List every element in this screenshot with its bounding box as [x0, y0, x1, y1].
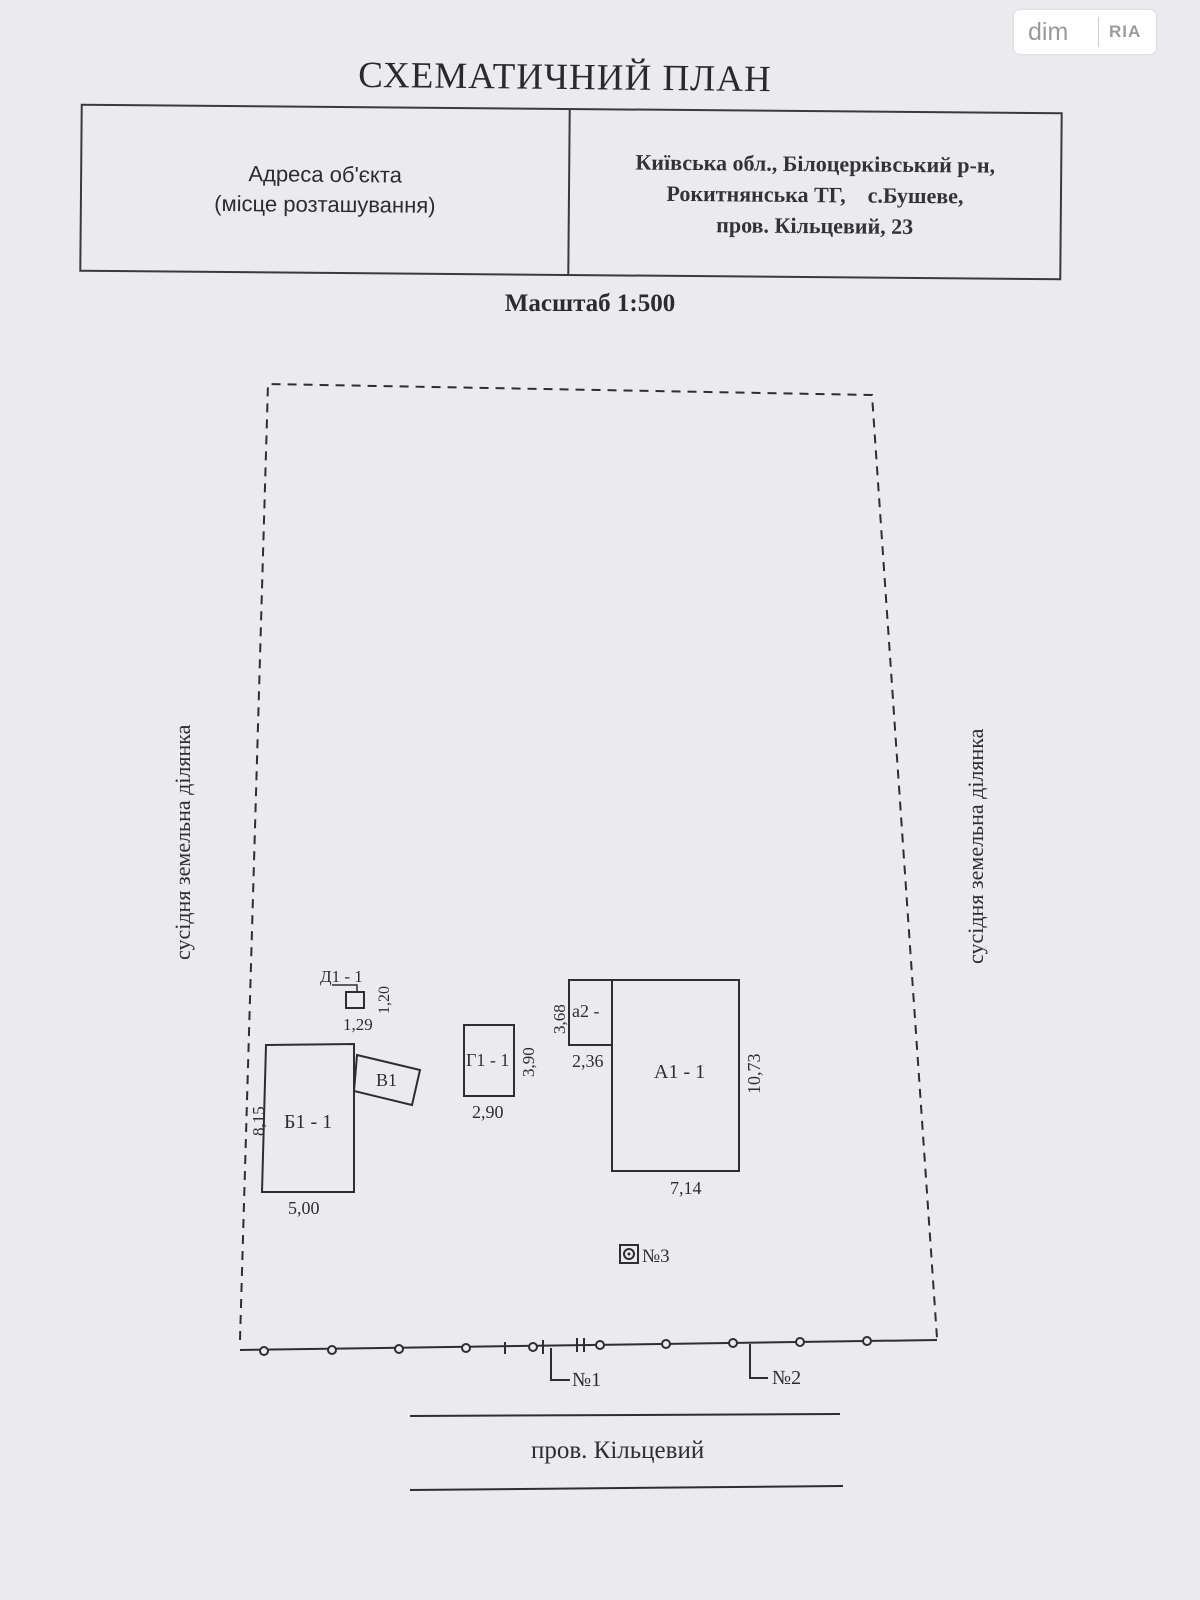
fence-post [259, 1346, 269, 1356]
building-d1-label: Д1 - 1 [320, 967, 363, 986]
building-v1 [352, 1053, 422, 1107]
building-g1-label: Г1 - 1 [466, 1050, 509, 1070]
watermark-divider [1098, 17, 1099, 47]
fence-post [862, 1336, 872, 1346]
fence-post [461, 1343, 471, 1353]
gate-markers [550, 1344, 768, 1381]
watermark-ria-logo: RIA [1109, 22, 1142, 41]
building-d1-width: 1,29 [343, 1015, 373, 1034]
dim-ria-watermark: dim RIA [1014, 10, 1156, 54]
building-a1-width: 7,14 [670, 1178, 702, 1198]
street-line-top [409, 1413, 841, 1417]
neighbor-right-label: сусідня земельна ділянка [963, 728, 988, 964]
fence-post [595, 1340, 605, 1350]
building-b1 [260, 1042, 355, 1193]
fence-post [661, 1339, 671, 1349]
building-d1 [345, 991, 365, 1009]
fence-post [728, 1338, 738, 1348]
gate-1-label: №1 [572, 1369, 601, 1391]
fence-post [327, 1345, 337, 1355]
scale-label: Масштаб 1:500 [504, 290, 676, 317]
building-b1-width: 5,00 [288, 1198, 320, 1218]
fence-post [394, 1344, 404, 1354]
building-b1-depth: 8,15 [249, 1106, 268, 1136]
building-a2-depth: 3,68 [550, 1004, 569, 1034]
watermark-dim-text: dim [1028, 17, 1069, 46]
building-a2-label: а2 - [572, 1001, 599, 1021]
well-icon [619, 1244, 639, 1264]
building-b1-label: Б1 - 1 [284, 1111, 332, 1133]
building-a1-depth: 10,73 [744, 1054, 764, 1095]
building-v1-label: В1 [376, 1070, 397, 1090]
building-g1-depth: 3,90 [519, 1047, 538, 1077]
plot-boundary [239, 382, 938, 1341]
neighbor-left-label: сусідня земельна ділянка [170, 724, 195, 960]
gate-2-label: №2 [772, 1367, 801, 1389]
building-d1-depth: 1,20 [376, 986, 393, 1014]
fence-post [528, 1342, 538, 1352]
front-fence [239, 1336, 938, 1356]
building-g1 [463, 1024, 515, 1097]
well-label: №3 [642, 1246, 670, 1267]
building-a1-label: А1 - 1 [654, 1061, 705, 1083]
street-label: пров. Кільцевий [531, 1437, 704, 1464]
building-a1 [611, 979, 740, 1172]
building-a2-width: 2,36 [572, 1051, 604, 1071]
street-line-bottom [409, 1485, 844, 1491]
fence-post [795, 1337, 805, 1347]
building-g1-width: 2,90 [472, 1102, 504, 1122]
